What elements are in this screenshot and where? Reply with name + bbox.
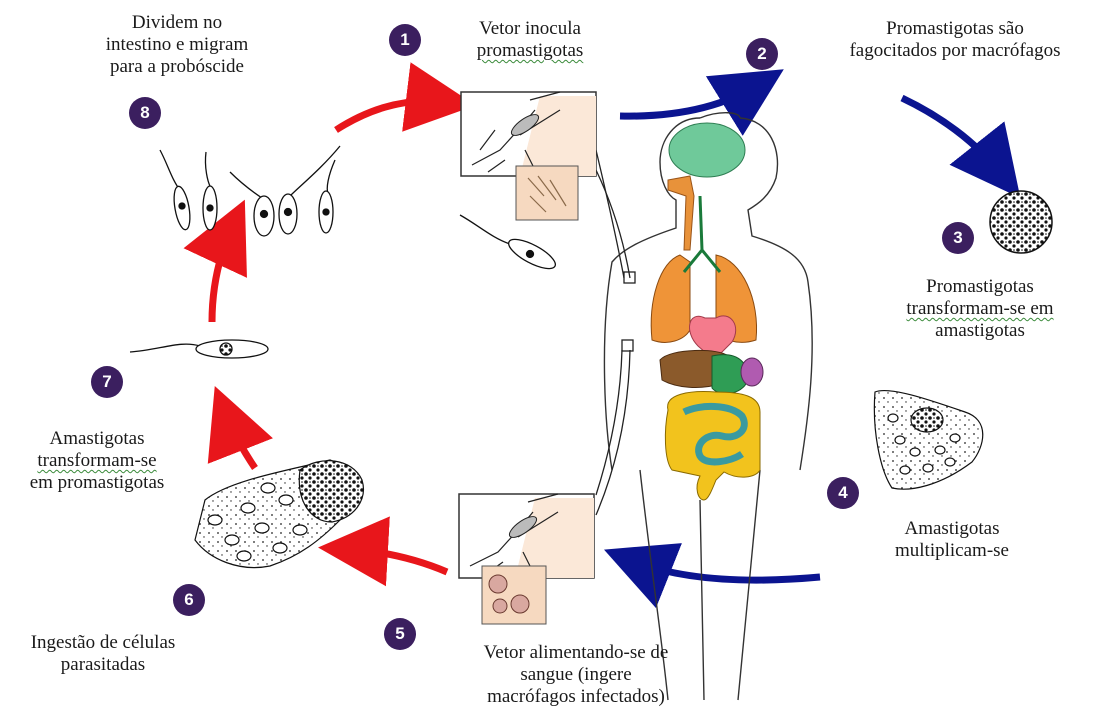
step-label-8-line-1: Dividem no	[84, 12, 270, 34]
esophagus	[668, 176, 694, 250]
skin-sample-markers	[596, 150, 635, 515]
step-label-4-line-1: Amastigotas	[872, 518, 1032, 540]
step-label-7-line-3: em promastigotas	[4, 472, 190, 494]
step-label-7: Amastigotas transformam-se em promastigo…	[4, 428, 190, 494]
ingested-parasitized-cells	[195, 460, 363, 568]
arrow-5-to-6	[346, 549, 447, 572]
step-badge-2: 2	[746, 38, 778, 70]
spleen	[741, 358, 763, 386]
left-lung	[651, 255, 690, 342]
step-label-2-line-1: Promastigotas são	[822, 18, 1088, 40]
step-label-8-line-3: para a probóscide	[84, 56, 270, 78]
vector-box-inoculating	[461, 92, 596, 220]
promastigote-transforming	[130, 340, 268, 358]
arrow-8-to-1	[336, 101, 448, 130]
amastigote-cluster	[874, 391, 982, 490]
step-label-3: Promastigotas transformam-se em amastigo…	[880, 276, 1080, 342]
step-label-1-line-2: promastigotas	[455, 40, 605, 62]
step-badge-7: 7	[91, 366, 123, 398]
step-label-8: Dividem no intestino e migram para a pro…	[84, 12, 270, 78]
arrow-2-to-3	[902, 98, 1003, 176]
step-label-4: Amastigotas multiplicam-se	[872, 518, 1032, 562]
step-label-2: Promastigotas são fagocitados por macróf…	[822, 18, 1088, 62]
step-label-3-line-1: Promastigotas	[880, 276, 1080, 298]
step-label-2-line-2: fagocitados por macrófagos	[822, 40, 1088, 62]
step-label-6-line-2: parasitadas	[4, 654, 202, 676]
arrow-4-to-5	[630, 560, 820, 580]
step-label-6-line-1: Ingestão de células	[4, 632, 202, 654]
step-label-5-line-1: Vetor alimentando-se de	[446, 642, 706, 664]
step-badge-8: 8	[129, 97, 161, 129]
organs	[651, 123, 763, 500]
arrow-7-to-8	[212, 225, 233, 322]
step-badge-1: 1	[389, 24, 421, 56]
arrow-1-to-2	[620, 84, 760, 116]
brain	[669, 123, 745, 177]
step-badge-6: 6	[173, 584, 205, 616]
vector-box-feeding	[459, 494, 594, 624]
promastigote-single	[460, 215, 559, 274]
step-label-3-line-3: amastigotas	[880, 320, 1080, 342]
arrow-6-to-7	[225, 412, 255, 468]
step-label-6: Ingestão de células parasitadas	[4, 632, 202, 676]
step-label-1: Vetor inocula promastigotas	[455, 18, 605, 62]
step-label-3-line-2: transformam-se em	[880, 298, 1080, 320]
step-label-5-line-3: macrófagos infectados)	[446, 686, 706, 708]
infected-macrophage	[990, 191, 1052, 253]
step-label-8-line-2: intestino e migram	[84, 34, 270, 56]
step-label-7-line-1: Amastigotas	[4, 428, 190, 450]
step-badge-5: 5	[384, 618, 416, 650]
step-label-7-line-2: transformam-se	[4, 450, 190, 472]
step-label-5-line-2: sangue (ingere	[446, 664, 706, 686]
step-label-4-line-2: multiplicam-se	[872, 540, 1032, 562]
step-label-1-line-1: Vetor inocula	[455, 18, 605, 40]
step-badge-3: 3	[942, 222, 974, 254]
step-badge-4: 4	[827, 477, 859, 509]
step-label-5: Vetor alimentando-se de sangue (ingere m…	[446, 642, 706, 708]
promastigote-cluster	[160, 146, 340, 236]
